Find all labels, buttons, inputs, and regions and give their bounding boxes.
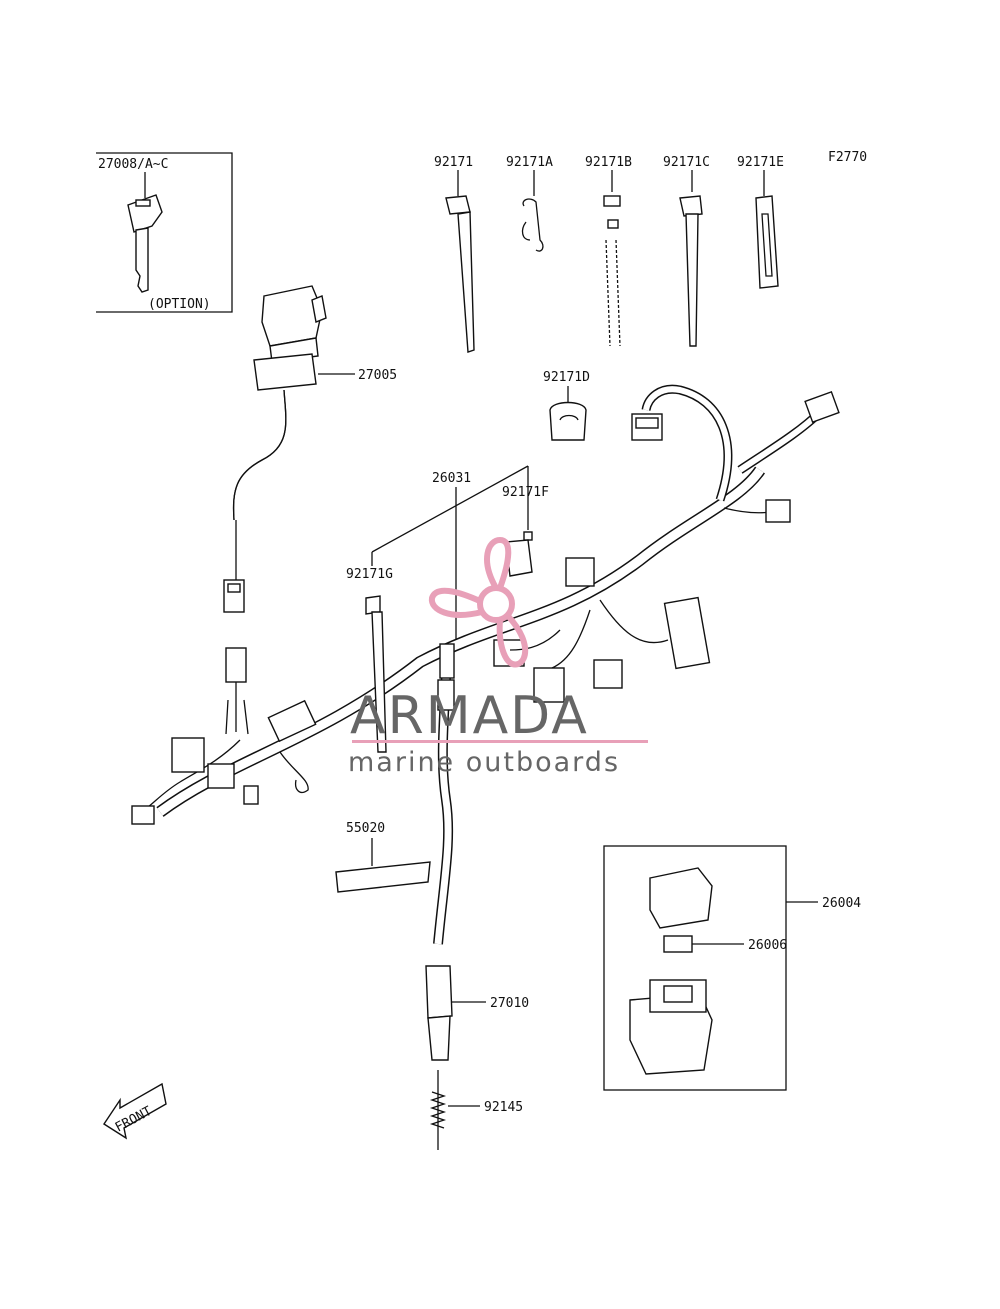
clamp-92171b: 92171B — [585, 155, 632, 347]
watermark-brand: ARMADA — [350, 686, 589, 746]
svg-text:92171A: 92171A — [506, 155, 553, 170]
clamp-92171g: 92171G — [346, 567, 393, 753]
relay-assembly-box: 26004 26006 — [603, 845, 861, 1091]
part-number-27005: 27005 — [358, 368, 397, 383]
switch-27010: 27010 — [425, 643, 529, 1061]
clamp-92171d: 92171D — [543, 370, 590, 441]
clamp-92171e: 92171E — [737, 155, 784, 289]
svg-text:92171B: 92171B — [585, 155, 632, 170]
svg-text:92171D: 92171D — [543, 370, 590, 385]
clamp-92171: 92171 — [434, 155, 475, 353]
svg-text:55020: 55020 — [346, 821, 385, 836]
watermark-tagline: marine outboards — [348, 747, 620, 778]
front-arrow-icon: FRONT — [103, 1082, 167, 1140]
spring-92145: 92145 — [429, 1070, 523, 1150]
svg-text:92171E: 92171E — [737, 155, 784, 170]
part-number-26031: 26031 — [432, 471, 471, 486]
part-number-26006: 26006 — [748, 938, 787, 953]
svg-text:92171C: 92171C — [663, 155, 710, 170]
svg-text:92171: 92171 — [434, 155, 473, 170]
part-number-92145: 92145 — [484, 1100, 523, 1115]
label-55020: 55020 — [335, 821, 431, 893]
svg-text:92171G: 92171G — [346, 567, 393, 582]
option-label: (OPTION) — [148, 297, 211, 312]
propeller-logo-icon — [428, 536, 529, 668]
clamp-92171f: 92171F — [502, 485, 549, 577]
clamp-92171a: 92171A — [506, 155, 553, 252]
key-icon — [127, 194, 163, 293]
part-number-26004: 26004 — [822, 896, 861, 911]
clamp-92171c: 92171C — [663, 155, 710, 347]
svg-text:92171F: 92171F — [502, 485, 549, 500]
ignition-switch: 27005 — [223, 285, 397, 613]
figure-code: F2770 — [828, 150, 867, 165]
key-option-box: 27008/A~C (OPTION) — [96, 152, 233, 313]
part-number-27010: 27010 — [490, 996, 529, 1011]
armada-watermark: ARMADA marine outboards — [348, 536, 648, 778]
part-number-27008: 27008/A~C — [98, 157, 168, 172]
